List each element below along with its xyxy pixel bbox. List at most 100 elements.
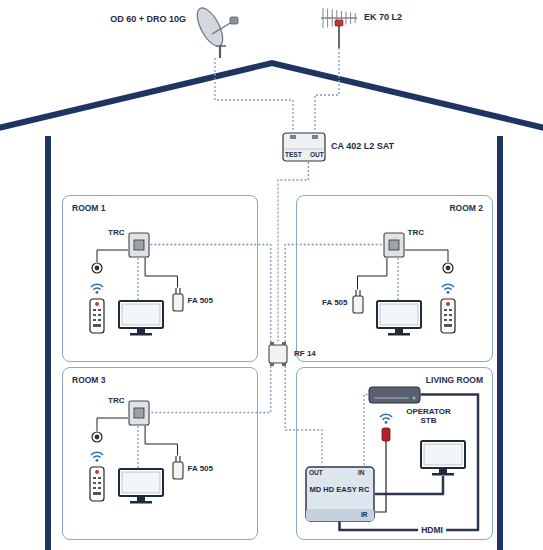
yagi-part (332, 9, 333, 26)
room-heading: LIVING ROOM (426, 376, 483, 386)
adapter-part (179, 288, 180, 294)
splitter-part (270, 363, 274, 366)
tv-set (421, 441, 465, 476)
wallbox-part (129, 233, 149, 257)
coax-cable (137, 426, 138, 468)
ir-receiver (92, 263, 102, 273)
wireless-symbol (380, 414, 392, 424)
room1-devices (90, 250, 163, 336)
coax-cable (137, 258, 138, 300)
ir-receiver (443, 263, 453, 273)
room-heading: ROOM 2 (449, 204, 483, 214)
signal-cable (215, 58, 293, 132)
signal-cable (150, 366, 271, 413)
left-wall (45, 136, 51, 550)
device-label: CA 402 L2 SAT (331, 141, 394, 151)
adapter-part (175, 456, 176, 462)
wallbox-icon (128, 400, 150, 426)
ir-cable (375, 441, 386, 512)
signal-cable (364, 395, 368, 466)
adapter-part (355, 290, 356, 296)
adapter-part (173, 294, 183, 311)
stb-part (412, 396, 415, 399)
port-label: IR (361, 511, 368, 518)
coax-cable (397, 258, 398, 300)
wireless-symbol (442, 284, 454, 294)
wireless-symbol (91, 284, 103, 294)
room2-devices (377, 250, 455, 336)
signal-cable (145, 426, 177, 456)
adapter-part (353, 296, 363, 313)
amp-part (312, 135, 318, 139)
adapter-part (359, 290, 360, 296)
amp-part (290, 135, 296, 139)
wallbox-part (384, 233, 404, 257)
device-label: TRC (108, 228, 124, 237)
wallbox-part (134, 240, 144, 250)
amp-part (283, 133, 325, 161)
dish-part (230, 17, 238, 24)
signal-cable (278, 162, 308, 342)
splitter-part (270, 342, 274, 345)
port-label: TEST (285, 151, 302, 158)
dish-part (212, 22, 232, 34)
room-panel: ROOM 3 TRC FA 505 (62, 367, 258, 540)
ir-cable (97, 418, 128, 431)
signal-cable (358, 258, 387, 290)
trc-outlet: TRC (383, 232, 405, 258)
device-label: RF 14 (294, 349, 316, 358)
splitter-part (282, 342, 286, 345)
splitter-box: RF 14 (266, 342, 290, 366)
tv-set (119, 469, 163, 504)
device-label: FA 505 (188, 296, 214, 305)
cable-label: HDMI (418, 525, 446, 535)
wireless-symbol (91, 452, 103, 462)
mod-part (306, 509, 374, 521)
remote-control (441, 299, 455, 333)
trc-outlet: TRC (128, 232, 150, 258)
splitter-icon (266, 342, 290, 366)
stb-icon (368, 386, 421, 404)
device-label: OD 60 + DRO 10G (110, 14, 186, 24)
wallbox-part (134, 408, 144, 418)
power-adapter: FA 505 (172, 288, 184, 312)
yagi-part (323, 8, 324, 28)
device-label: TRC (108, 396, 124, 405)
ir-cable (97, 250, 128, 262)
dish-icon (190, 2, 240, 58)
remote-control (90, 299, 104, 333)
power-adapter: FA 505 (172, 456, 184, 480)
room-heading: ROOM 1 (72, 204, 106, 214)
roof-line (0, 63, 543, 129)
room-heading: ROOM 3 (72, 376, 106, 386)
adapter-icon (172, 288, 184, 312)
set-top-box: OPERATOR STB (368, 386, 421, 404)
signal-cable (145, 258, 177, 288)
adapter-part (175, 288, 176, 294)
ir-receiver (92, 432, 102, 442)
port-label: OUT (309, 469, 323, 476)
amp-part (285, 149, 323, 150)
device-label: MD HD EASY RC (310, 486, 370, 495)
yagi-part (355, 13, 356, 23)
port-label: OUT (310, 151, 324, 158)
splitter-part (282, 363, 286, 366)
stb-part (374, 397, 409, 398)
room3-devices (90, 418, 163, 504)
tv-set (377, 301, 421, 336)
yagi-part (327, 9, 328, 28)
adapter-part (173, 462, 183, 479)
remote-control (90, 467, 104, 501)
terrestrial-antenna: EK 70 L2 (318, 4, 360, 48)
ir-emitter (382, 428, 390, 441)
tv-set (119, 301, 163, 336)
signal-cable (150, 245, 271, 343)
signal-cable (285, 245, 382, 343)
room-panel: LIVING ROOM OPERATOR STB MD HD EASY RC (296, 367, 493, 540)
port-label: IN (358, 469, 365, 476)
wallbox-part (389, 240, 399, 250)
device-label: FA 505 (188, 464, 214, 473)
